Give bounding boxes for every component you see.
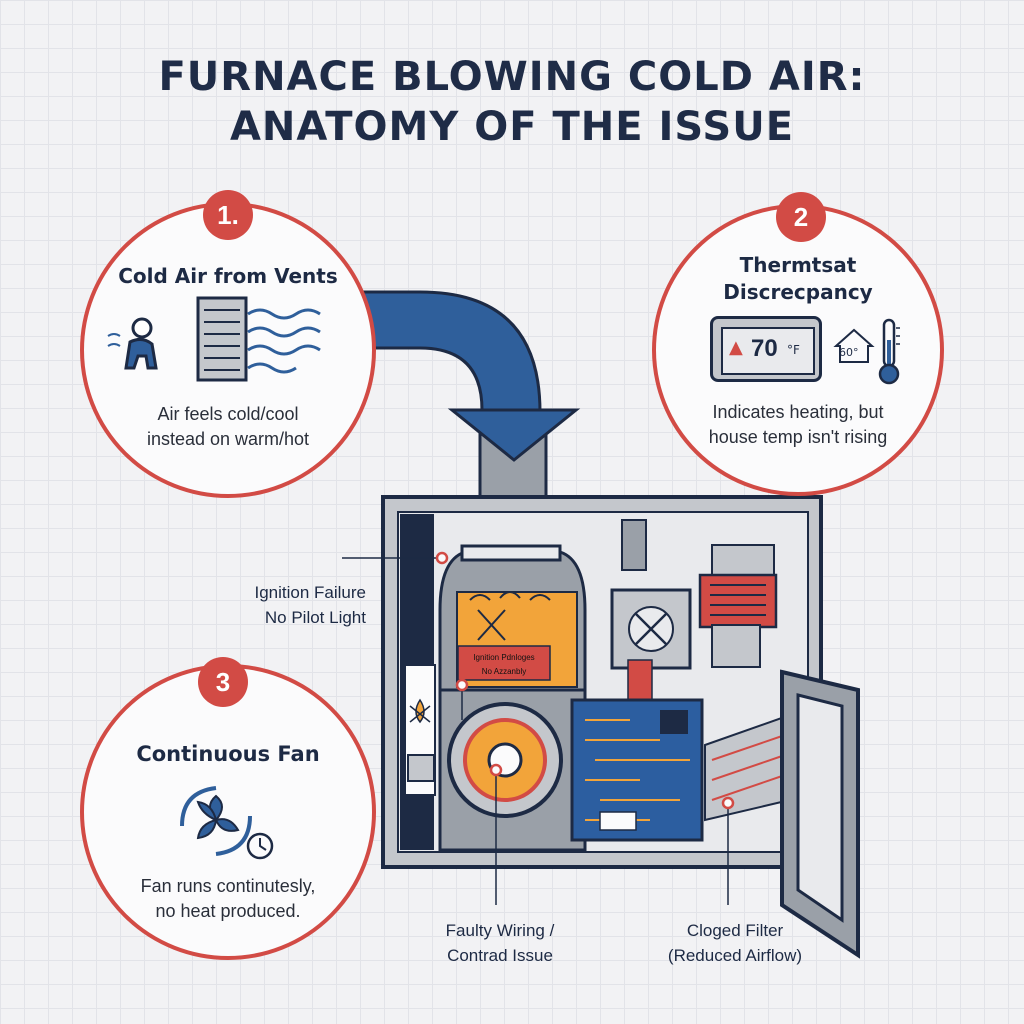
label-clogged-filter: Cloged Filter (Reduced Airflow) (640, 918, 830, 968)
flame-icon: ▲ (729, 337, 743, 358)
title-line-1: FURNACE BLOWING COLD AIR: (158, 54, 866, 100)
callout-1-title: Cold Air from Vents (118, 264, 338, 288)
callout-2-desc: Indicates heating, but house temp isn't … (656, 400, 940, 450)
thermometer-icon (878, 318, 900, 385)
callout-thermostat: Thermtsat Discrecpancy ▲ 70 °F 60° Indic… (652, 204, 944, 496)
callout-3-desc-line-2: no heat produced. (155, 901, 301, 921)
callout-2-title-line-1: Thermtsat (739, 253, 857, 277)
callout-2-title: Thermtsat Discrecpancy (656, 252, 940, 306)
thermostat-unit: °F (787, 343, 800, 357)
label-wiring-line-2: Contrad Issue (447, 946, 553, 965)
page-title: FURNACE BLOWING COLD AIR: ANATOMY OF THE… (0, 52, 1024, 152)
callout-1-badge: 1. (203, 190, 253, 240)
callout-2-desc-line-2: house temp isn't rising (708, 427, 888, 447)
house-temp: 60° (839, 346, 859, 359)
thermostat-reading: 70 (751, 335, 778, 362)
callout-3-badge: 3 (198, 657, 248, 707)
label-ignition-line-2: No Pilot Light (264, 608, 366, 627)
callout-1-desc: Air feels cold/cool instead on warm/hot (84, 402, 372, 452)
title-line-2: ANATOMY OF THE ISSUE (229, 104, 795, 150)
cold-person-icon (107, 317, 158, 370)
label-ignition-line-1: Ignition Failure (254, 583, 366, 602)
callout-2-title-line-2: Discrecpancy (723, 280, 873, 304)
label-filter-line-2: (Reduced Airflow) (667, 946, 803, 965)
fan-icon (180, 786, 274, 860)
callout-1-desc-line-2: instead on warm/hot (146, 429, 310, 449)
thermostat-display: ▲ 70 °F (710, 316, 822, 382)
callout-3-title: Continuous Fan (136, 742, 320, 766)
thermostat-screen: ▲ 70 °F (721, 327, 815, 375)
tag-line-1: Ignition Pdnloges (473, 653, 534, 662)
label-filter-line-1: Cloged Filter (686, 921, 784, 940)
callout-3-desc-line-1: Fan runs continutesly, (140, 876, 316, 896)
furnace-cabinet: Ignition Pdnloges No Azzanbly (381, 495, 860, 959)
tag-line-2: No Azzanbly (482, 667, 526, 676)
callout-1-desc-line-1: Air feels cold/cool (157, 404, 299, 424)
callout-3-desc: Fan runs continutesly, no heat produced. (84, 874, 372, 924)
house-icon (833, 328, 875, 363)
callout-2-desc-line-1: Indicates heating, but (712, 402, 884, 422)
callout-continuous-fan: Continuous Fan Fan runs continutesly, no… (80, 664, 376, 960)
callout-2-badge: 2 (776, 192, 826, 242)
label-faulty-wiring: Faulty Wiring / Contrad Issue (420, 918, 580, 968)
label-ignition-failure: Ignition Failure No Pilot Light (226, 580, 366, 630)
vent-icon (196, 296, 321, 382)
callout-cold-air: Cold Air from Vents Air feels cold/cool … (80, 202, 376, 498)
callout-dots (435, 551, 735, 810)
label-wiring-line-1: Faulty Wiring / (445, 921, 555, 940)
